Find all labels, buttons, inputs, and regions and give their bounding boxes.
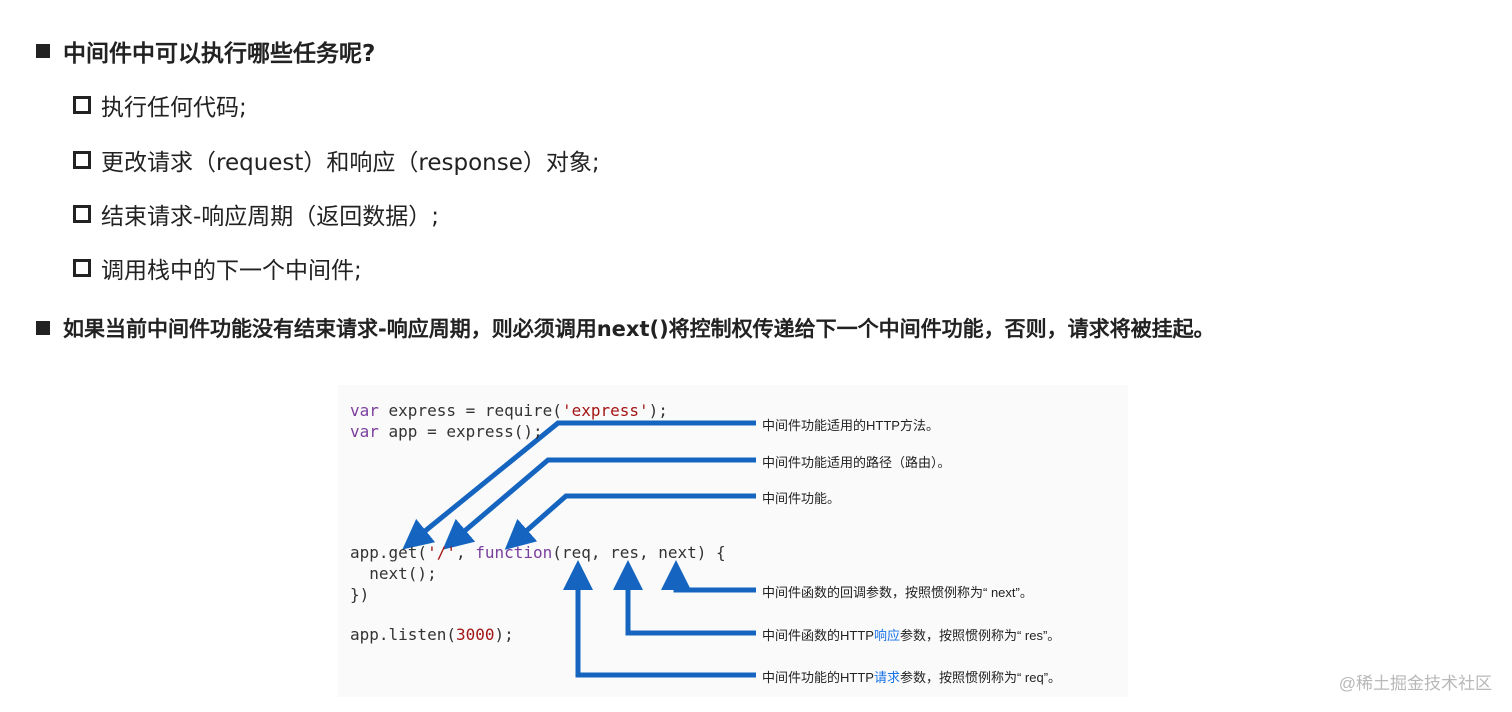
code-line-3: app.get('/', function(req, res, next) {	[350, 543, 726, 562]
arrow-function	[504, 493, 756, 550]
task-text: 更改请求（request）和响应（response）对象;	[101, 150, 600, 176]
annotation-function: 中间件功能。	[762, 491, 841, 506]
annotation-next: 中间件函数的回调参数，按照惯例称为“ next”。	[762, 585, 1033, 600]
arrow-path	[442, 457, 756, 550]
task-text: 调用栈中的下一个中间件;	[101, 258, 362, 284]
hollow-square-bullet-icon	[73, 151, 91, 169]
watermark: @稀土掘金技术社区	[1338, 674, 1492, 693]
annotation-req: 中间件功能的HTTP请求参数，按照惯例称为“ req”。	[762, 670, 1062, 685]
annotation-path: 中间件功能适用的路径（路由）。	[762, 455, 951, 470]
express-middleware-diagram: var express = require('express'); var ap…	[338, 385, 1128, 697]
heading-text: 中间件中可以执行哪些任务呢?	[63, 41, 376, 67]
code-line-5: })	[350, 585, 370, 604]
task-item-2: 更改请求（request）和响应（response）对象;	[73, 143, 600, 177]
code-line-6: app.listen(3000);	[350, 625, 514, 644]
heading-middleware-tasks: 中间件中可以执行哪些任务呢?	[36, 34, 375, 68]
heading-text: 如果当前中间件功能没有结束请求-响应周期，则必须调用next()将控制权传递给下…	[63, 317, 1215, 341]
arrow-next	[661, 560, 756, 593]
arrow-req	[563, 560, 756, 678]
task-text: 执行任何代码;	[101, 95, 247, 121]
code-line-1: var express = require('express');	[350, 401, 668, 420]
annotation-arrows	[402, 420, 756, 678]
code-line-2: var app = express();	[350, 422, 543, 441]
arrow-res	[613, 560, 756, 636]
arrow-method	[402, 420, 756, 550]
filled-square-bullet-icon	[36, 44, 50, 58]
task-item-1: 执行任何代码;	[73, 88, 247, 122]
hollow-square-bullet-icon	[73, 205, 91, 223]
task-item-3: 结束请求-响应周期（返回数据）;	[73, 197, 439, 231]
filled-square-bullet-icon	[36, 321, 50, 335]
code-line-4: next();	[350, 564, 437, 583]
annotation-method: 中间件功能适用的HTTP方法。	[762, 418, 939, 433]
hollow-square-bullet-icon	[73, 96, 91, 114]
hollow-square-bullet-icon	[73, 259, 91, 277]
task-text: 结束请求-响应周期（返回数据）;	[101, 204, 440, 230]
task-item-4: 调用栈中的下一个中间件;	[73, 251, 362, 285]
heading-next-requirement: 如果当前中间件功能没有结束请求-响应周期，则必须调用next()将控制权传递给下…	[36, 313, 1215, 343]
annotation-res: 中间件函数的HTTP响应参数，按照惯例称为“ res”。	[762, 628, 1061, 643]
